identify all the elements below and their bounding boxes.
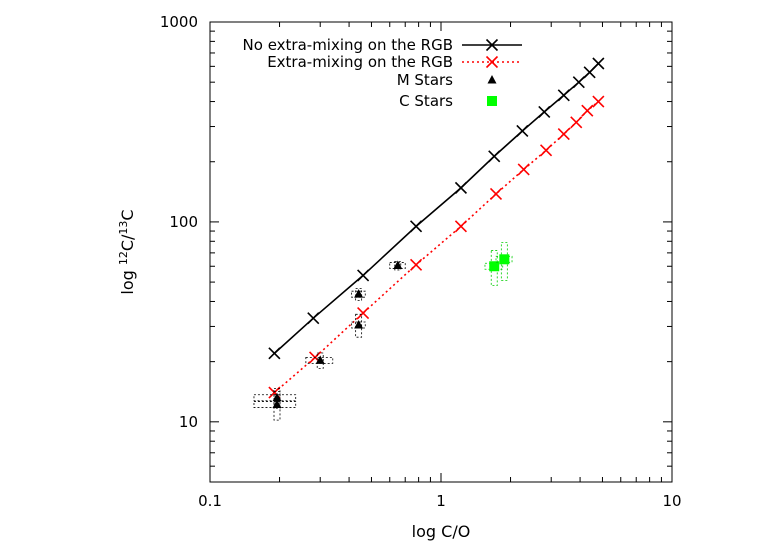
tick-labels: 0.1 1 10 10 100 1000: [160, 13, 682, 510]
x-tick-label: 0.1: [198, 492, 222, 510]
x-marker: [557, 89, 570, 102]
y-tick-label: 1000: [160, 13, 198, 31]
triangle-marker: [393, 260, 403, 270]
x-marker: [538, 105, 551, 118]
y-tick-label: 100: [169, 213, 198, 231]
square-marker: [487, 96, 497, 106]
x-error-bar: [351, 290, 366, 298]
triangle-marker: [487, 75, 497, 84]
plot-frame: [209, 21, 673, 483]
ticks: [209, 22, 673, 483]
y-error-bar: [394, 260, 402, 271]
x-marker: [410, 220, 423, 233]
triangle-marker: [354, 289, 364, 298]
x-marker: [592, 95, 605, 108]
x-error-bar: [351, 321, 366, 329]
legend-label: Extra-mixing on the RGB: [267, 53, 453, 71]
legend-label: M Stars: [397, 71, 453, 89]
x-axis-label: log C/O: [412, 522, 471, 541]
triangle-marker: [315, 355, 325, 364]
triangle-marker: [272, 392, 282, 402]
legend-marks: [462, 38, 522, 106]
x-marker: [454, 181, 468, 194]
x-marker: [489, 187, 503, 201]
y-error-bar: [273, 387, 281, 409]
series-group: [268, 57, 605, 360]
y-error-bar: [355, 287, 363, 301]
triangle-marker: [354, 320, 364, 329]
legend-label: No extra-mixing on the RGB: [243, 36, 453, 54]
y-error-bar: [316, 352, 324, 369]
x-marker: [581, 104, 594, 117]
series-line: [273, 100, 599, 394]
x-marker: [357, 269, 370, 282]
y-tick-label: 10: [179, 413, 198, 431]
y-axis-label: log 12C/13C: [117, 209, 137, 294]
x-tick-label: 1: [436, 492, 446, 510]
x-marker: [540, 144, 553, 157]
square-marker: [489, 261, 500, 272]
x-marker: [485, 38, 499, 52]
x-marker: [516, 124, 529, 138]
series-layer: [253, 57, 605, 421]
x-marker: [357, 306, 370, 320]
legend-label: C Stars: [399, 92, 453, 110]
x-marker: [517, 163, 530, 176]
x-marker: [592, 57, 605, 70]
series-group: [253, 260, 406, 421]
x-tick-label: 10: [662, 492, 681, 510]
triangle-marker: [272, 399, 282, 409]
x-marker: [268, 347, 281, 360]
legend: No extra-mixing on the RGB Extra-mixing …: [243, 36, 522, 110]
x-marker: [485, 55, 499, 69]
x-marker: [557, 128, 570, 141]
square-marker: [499, 254, 510, 265]
x-marker: [570, 116, 583, 129]
series-group: [484, 241, 513, 287]
x-marker: [488, 150, 501, 163]
x-marker: [307, 312, 320, 325]
x-marker: [454, 220, 468, 233]
x-marker: [572, 76, 585, 89]
x-marker: [410, 258, 423, 271]
